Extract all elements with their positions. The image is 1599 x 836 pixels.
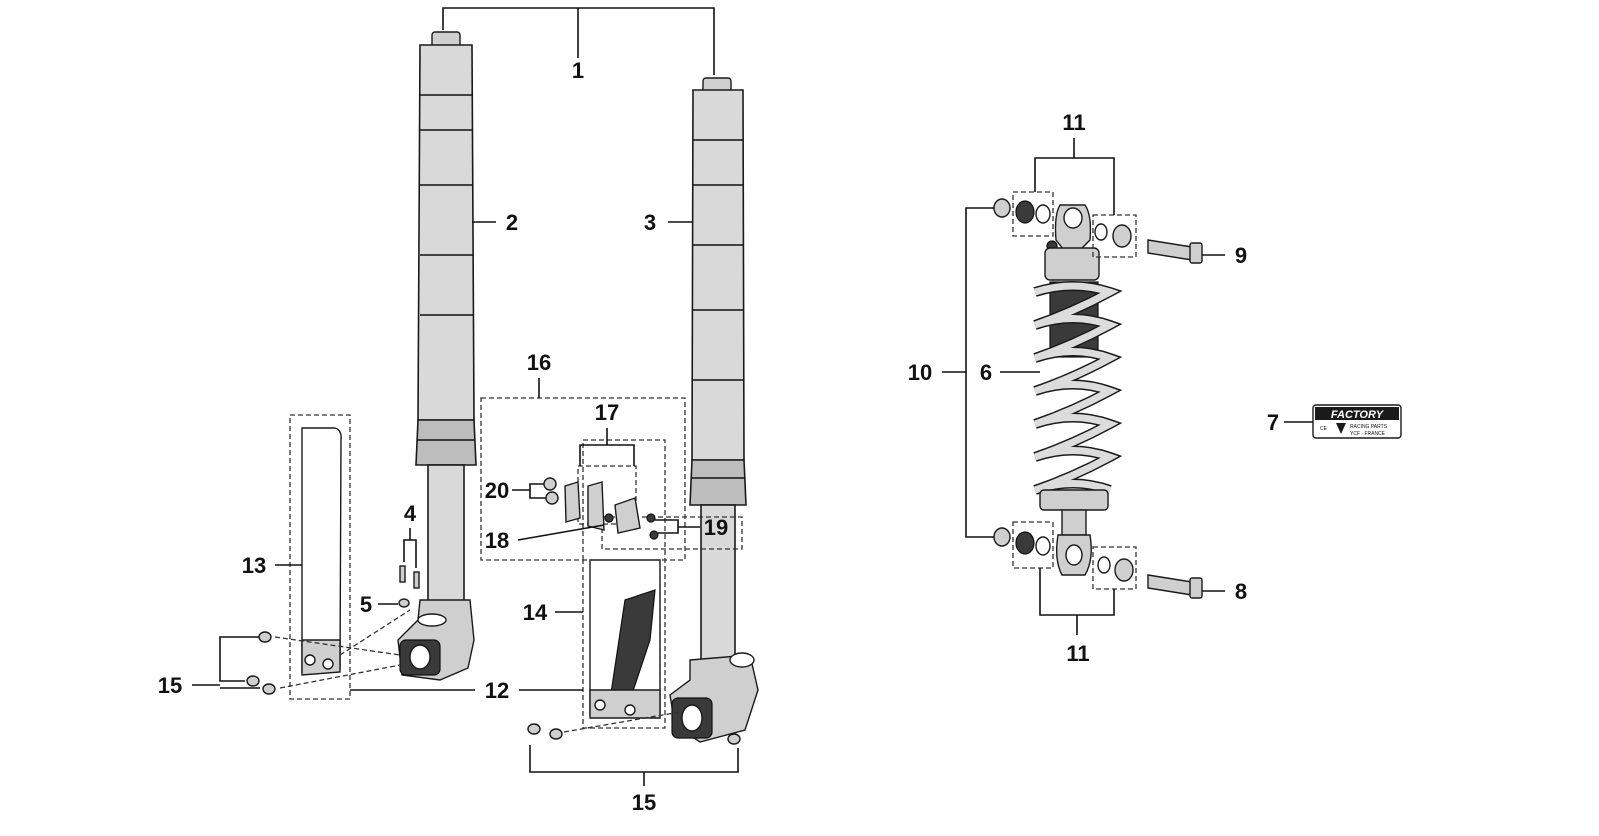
callout-2: 2 bbox=[506, 210, 518, 235]
right-fork-leg bbox=[669, 77, 759, 743]
bolt-4b bbox=[413, 571, 420, 589]
factory-decal: FACTORY CE RACING PARTS YCF · FRANCE bbox=[1312, 404, 1402, 439]
bracket-plate-right bbox=[614, 497, 641, 534]
callout-20: 20 bbox=[485, 478, 509, 503]
bolt-15a bbox=[258, 631, 272, 643]
left-fork-leg bbox=[397, 31, 477, 681]
callout-1: 1 bbox=[572, 58, 584, 83]
left-fork-upper-tube bbox=[417, 44, 475, 421]
left-guard-dashed-box bbox=[289, 414, 351, 700]
callout-11-top: 11 bbox=[1062, 110, 1085, 135]
small-bolts bbox=[246, 565, 741, 745]
top-right-bushing-box bbox=[1092, 214, 1137, 258]
callout-6: 6 bbox=[980, 360, 992, 385]
bracket-plate-left bbox=[564, 481, 581, 523]
callout-4: 4 bbox=[404, 501, 417, 526]
decal-line1: RACING PARTS bbox=[1350, 424, 1388, 430]
bolt-15d bbox=[527, 723, 541, 735]
callout-15-left: 15 bbox=[158, 673, 182, 698]
center-fork-guard bbox=[582, 439, 666, 729]
right-fork-upper-tube bbox=[691, 89, 745, 461]
left-fork-guard bbox=[289, 414, 351, 700]
left-guard-plate bbox=[301, 427, 342, 673]
bolt-15c bbox=[262, 683, 276, 695]
top-left-bushing-box bbox=[1012, 191, 1054, 237]
shock-bottom-hardware bbox=[993, 521, 1203, 599]
rear-shock-absorber bbox=[1033, 204, 1123, 576]
bolt-15f bbox=[727, 733, 741, 745]
callout-18: 18 bbox=[485, 528, 509, 553]
decal-mark: CE bbox=[1320, 426, 1328, 432]
assembly-19-dashed-box bbox=[601, 516, 743, 550]
left-fork-lower-tube bbox=[427, 464, 465, 606]
callout-19: 19 bbox=[704, 515, 728, 540]
left-fork-seal-ring bbox=[415, 419, 477, 466]
bracket-plate-center bbox=[587, 481, 605, 531]
top-nut bbox=[993, 198, 1011, 218]
nut-20b bbox=[545, 491, 559, 505]
callout-10: 10 bbox=[908, 360, 932, 385]
callout-7: 7 bbox=[1267, 410, 1279, 435]
shock-spring-seat bbox=[1039, 489, 1109, 511]
callout-labels: 1 2 3 4 5 6 7 8 9 10 11 11 12 13 14 15 1… bbox=[158, 58, 1279, 815]
bottom-bolt bbox=[1147, 574, 1193, 596]
bottom-nut bbox=[993, 527, 1011, 547]
nut-20a bbox=[543, 477, 557, 491]
bracket-assembly bbox=[480, 397, 743, 561]
callout-9: 9 bbox=[1235, 243, 1247, 268]
callout-14: 14 bbox=[523, 600, 548, 625]
leader-lines bbox=[192, 7, 1313, 786]
right-fork-seal-ring bbox=[689, 459, 747, 506]
callout-3: 3 bbox=[644, 210, 656, 235]
callout-15-bottom: 15 bbox=[632, 790, 656, 815]
top-bolt bbox=[1147, 239, 1193, 261]
bolt-15e bbox=[549, 728, 563, 740]
shock-top-hardware bbox=[993, 191, 1203, 264]
callout-12: 12 bbox=[485, 678, 509, 703]
shock-shaft bbox=[1061, 509, 1087, 536]
decal-line2: YCF · FRANCE bbox=[1350, 431, 1386, 437]
alignment-lines bbox=[274, 560, 681, 733]
callout-8: 8 bbox=[1235, 579, 1247, 604]
right-fork-lower-tube bbox=[700, 504, 736, 666]
callout-5: 5 bbox=[360, 592, 372, 617]
callout-17: 17 bbox=[595, 400, 619, 425]
callout-16: 16 bbox=[527, 350, 551, 375]
washer-5 bbox=[398, 598, 410, 608]
callout-11-bottom: 11 bbox=[1066, 641, 1089, 666]
assembly-16-dashed-box bbox=[480, 397, 686, 561]
bolt-15b bbox=[246, 675, 260, 687]
decal-logo-icon bbox=[1336, 423, 1346, 434]
shock-reservoir-cap bbox=[1044, 247, 1100, 281]
bolt-4a bbox=[399, 565, 406, 583]
decal-brand: FACTORY bbox=[1331, 409, 1385, 421]
callout-13: 13 bbox=[242, 553, 266, 578]
center-guard-dashed-box bbox=[582, 439, 666, 729]
bottom-left-bushing-box bbox=[1012, 521, 1054, 569]
